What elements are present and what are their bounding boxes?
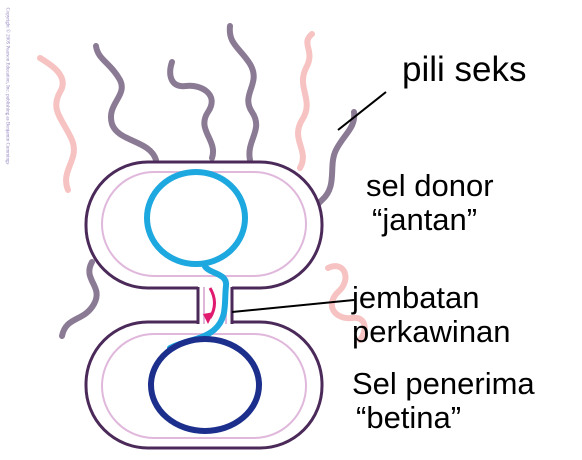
- pili-leader-line: [338, 92, 386, 130]
- pili-label: pili seks: [402, 52, 526, 87]
- pilus-pink-left: [40, 58, 74, 190]
- bridge-label-line1: jembatan: [352, 282, 480, 313]
- pilus-gray-2: [170, 62, 213, 158]
- donor-label-line2: “jantan”: [372, 204, 477, 235]
- bridge-label-line2: perkawinan: [352, 316, 511, 347]
- pilus-gray-1: [96, 46, 156, 160]
- donor-label-line1: sel donor: [366, 170, 494, 201]
- recipient-label-line2: “betina”: [356, 402, 461, 433]
- pilus-gray-3: [230, 26, 256, 160]
- pilus-gray-5: [62, 262, 97, 336]
- recipient-label-line1: Sel penerima: [352, 368, 535, 399]
- pilus-pink-top-right: [298, 34, 312, 168]
